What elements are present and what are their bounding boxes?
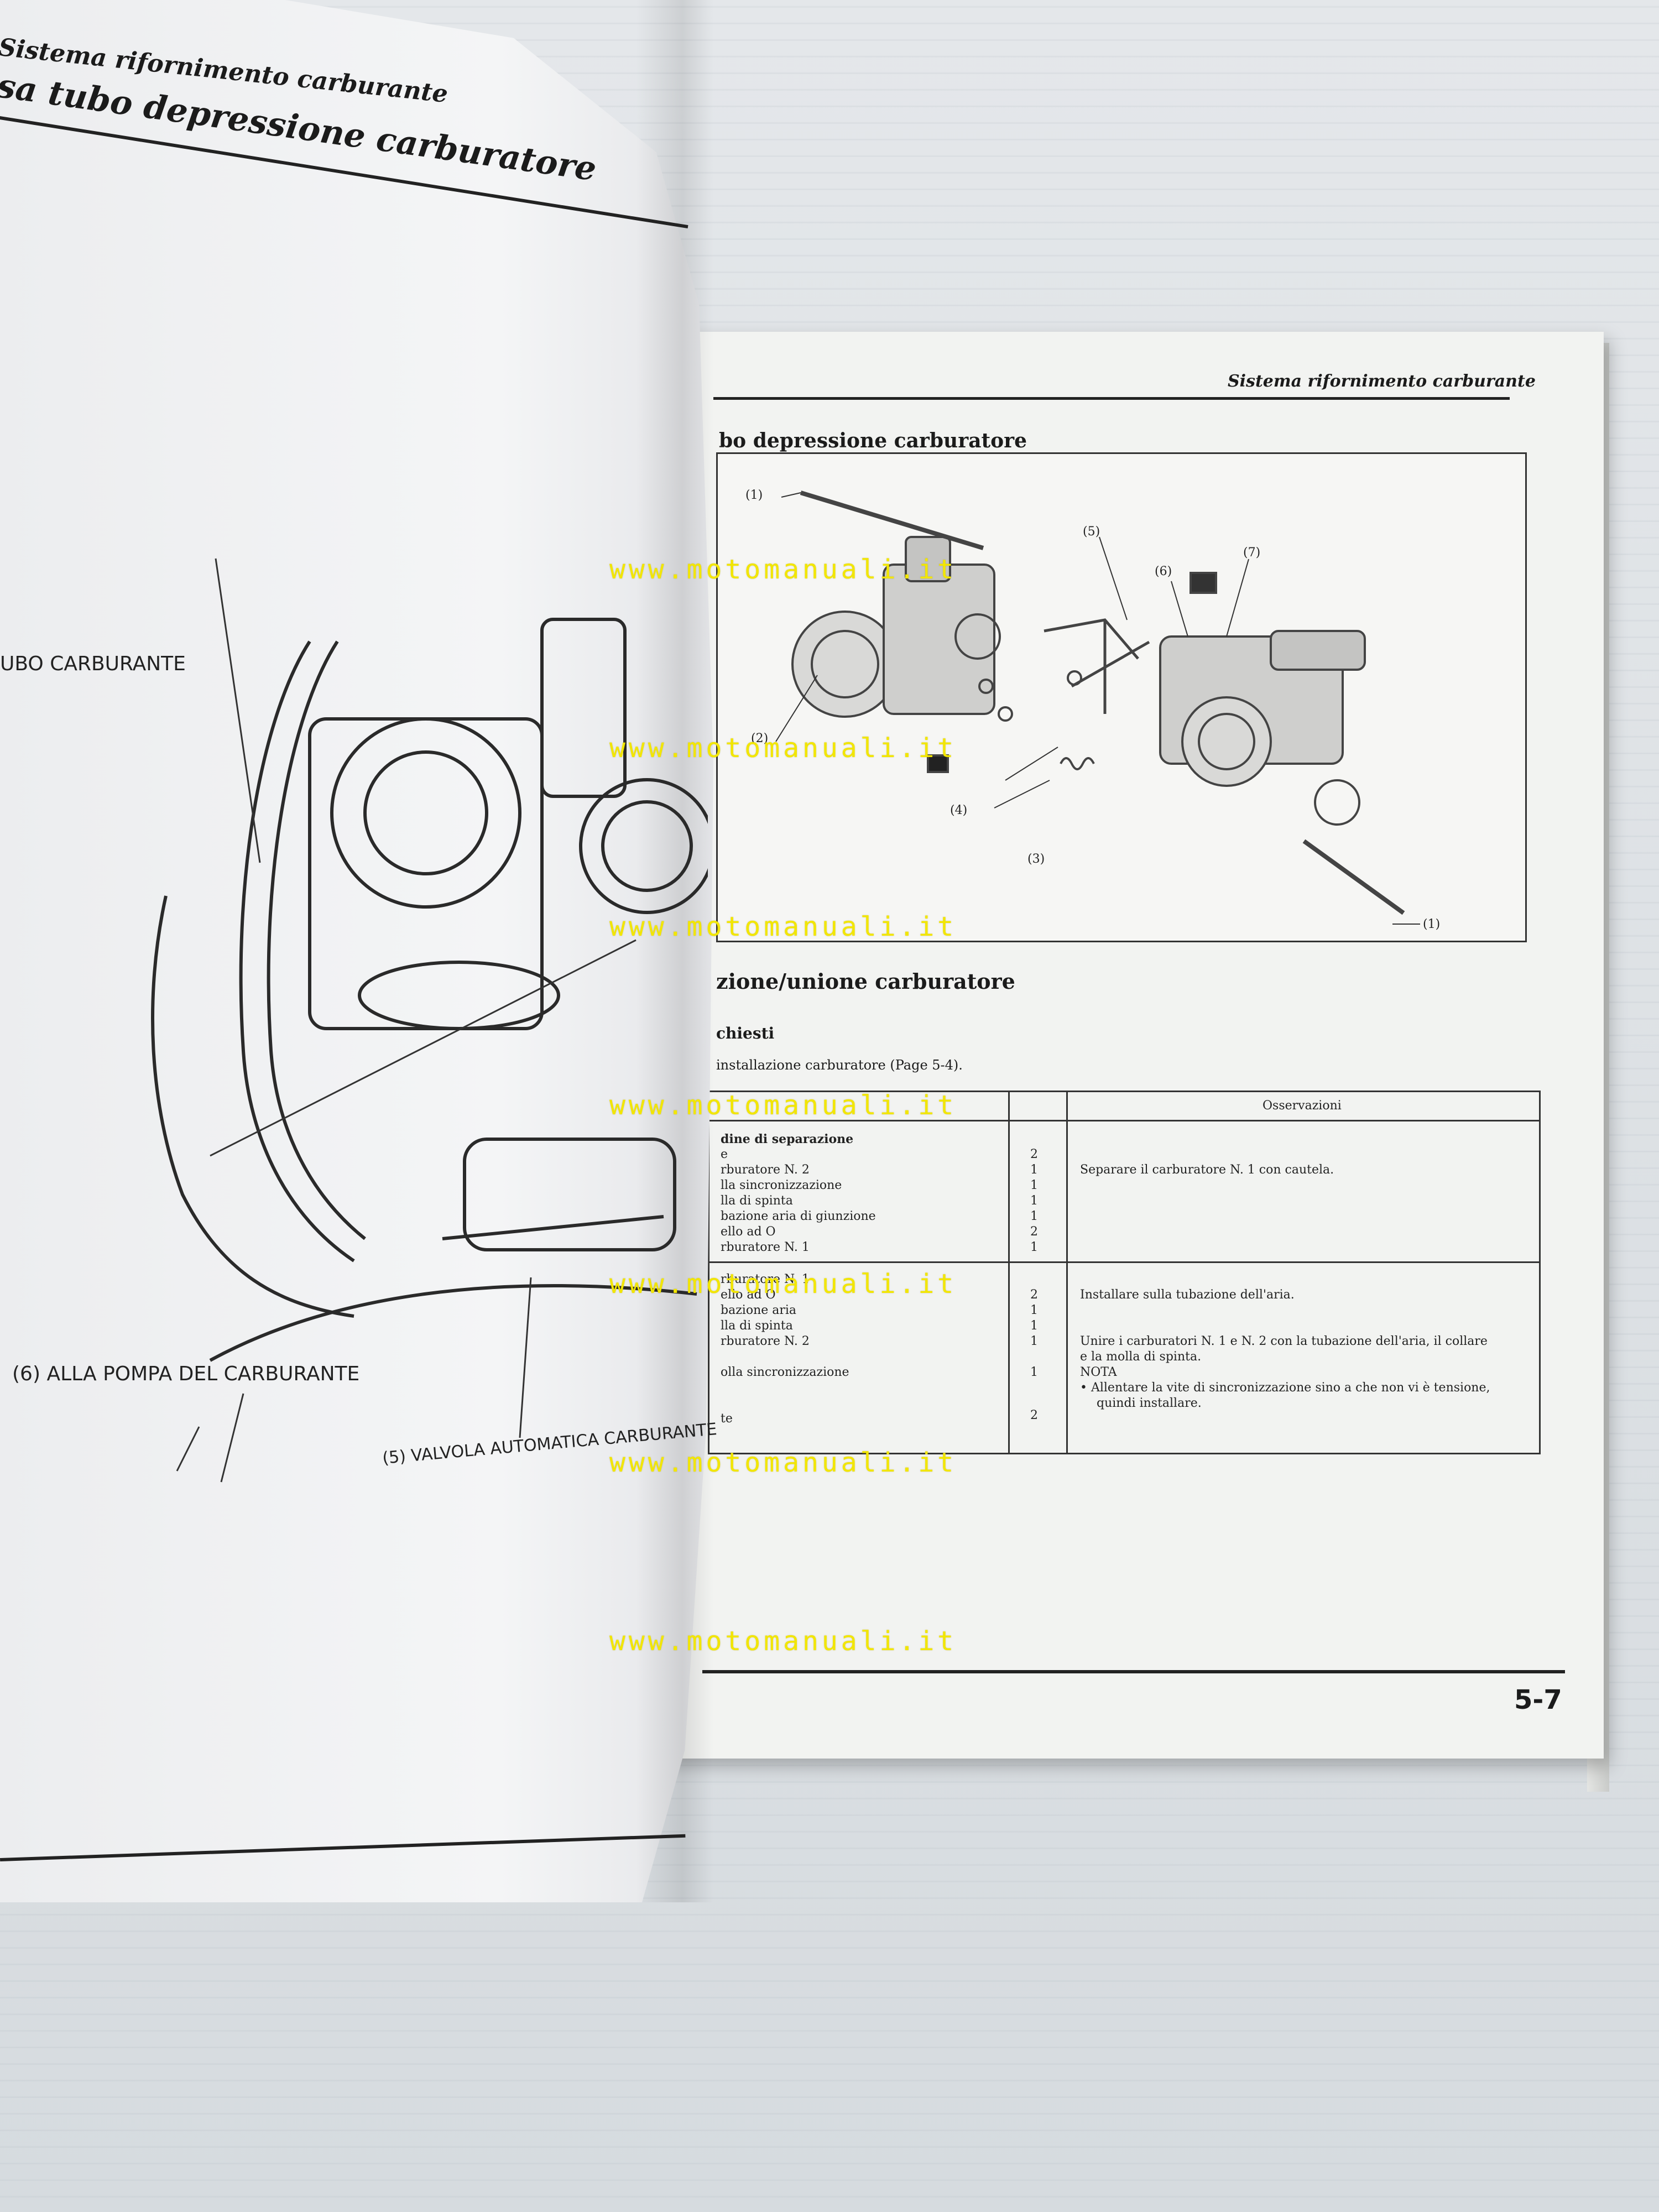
watermark: www.motomanuali.it [609,1090,957,1121]
engine-drawing [151,558,708,1483]
section-title: zione/unione carburatore [716,969,1015,994]
separation-remark: Separare il carburatore N. 1 con cautela… [1080,1163,1334,1177]
table-row-qty: 1 [1030,1194,1038,1208]
table-col-divider [1066,1092,1068,1453]
page-gutter-shadow [636,0,713,1902]
subsection-title: chiesti [716,1024,775,1042]
table-row-qty: 2 [1030,1147,1038,1161]
table-row-item: rburatore N. 2 [721,1163,810,1177]
watermark: www.motomanuali.it [609,911,957,942]
watermark: www.motomanuali.it [609,1447,957,1478]
table-row-item: rburatore N. 2 [721,1334,810,1348]
table-row-item: e [721,1147,728,1161]
table-row-qty: 1 [1030,1240,1038,1254]
right-header-rule [713,397,1510,400]
table-row-item: ello ad O [721,1225,776,1239]
table-row-item: lla di spinta [721,1319,793,1333]
label-to-fuel-pump: (6) ALLA POMPA DEL CARBURANTE [12,1363,360,1385]
left-page [0,0,713,1902]
watermark: www.motomanuali.it [609,1626,957,1657]
table-row-qty: 1 [1030,1365,1038,1379]
nota-text-b: quindi installare. [1097,1396,1202,1410]
callout-5: (5) [1083,525,1100,539]
table-row-item: bazione aria [721,1303,797,1317]
table-row-item: te [721,1412,733,1426]
table-row-item: olla sincronizzazione [721,1365,849,1379]
nota-text-a: • Allentare la vite di sincronizzazione … [1080,1381,1490,1395]
right-footer-rule [702,1670,1565,1673]
table-header-remarks: Osservazioni [1262,1099,1342,1113]
callout-6: (6) [1155,565,1172,578]
right-page-title: bo depressione carburatore [719,429,1027,452]
callout-1: (1) [745,488,763,502]
table-row-item: lla sincronizzazione [721,1178,842,1192]
callout-1b: (1) [1423,917,1441,931]
table-row-qty: 1 [1030,1334,1038,1348]
reference-note: installazione carburatore (Page 5-4). [716,1057,963,1073]
table-col-divider [1008,1092,1010,1453]
callout-2: (2) [751,732,769,745]
callout-7: (7) [1243,546,1261,560]
right-page-header: Sistema rifornimento carburante [1228,372,1536,391]
table-row-qty: 1 [1030,1303,1038,1317]
carburetor-drawing [775,491,1420,925]
assembly-remark-1: Installare sulla tubazione dell'aria. [1080,1288,1295,1302]
procedure-table: Osservazioni dine di separazione e 2 rbu… [708,1091,1541,1454]
table-row-qty: 2 [1030,1225,1038,1239]
table-row-qty: 1 [1030,1319,1038,1333]
assembly-remark-2b: e la molla di spinta. [1080,1350,1202,1364]
table-row-item: lla di spinta [721,1194,793,1208]
label-fuel-tube: UBO CARBURANTE [0,653,186,675]
watermark: www.motomanuali.it [609,554,957,585]
callout-3: (3) [1027,852,1045,866]
table-row-qty: 2 [1030,1408,1038,1422]
callout-4: (4) [950,804,968,817]
table-row-item: ello ad O [721,1288,776,1302]
assembly-remark-2a: Unire i carburatori N. 1 e N. 2 con la t… [1080,1334,1488,1348]
table-row-qty: 1 [1030,1178,1038,1192]
page-number: 5-7 [1514,1684,1562,1715]
table-row-qty: 1 [1030,1163,1038,1177]
table-row-item: rburatore N. 1 [721,1272,810,1286]
watermark: www.motomanuali.it [609,1269,957,1300]
table-section-rule [709,1261,1539,1263]
watermark: www.motomanuali.it [609,733,957,764]
table-row-item: rburatore N. 1 [721,1240,810,1254]
table-row-qty: 2 [1030,1288,1038,1302]
separation-title: dine di separazione [721,1132,854,1146]
table-row-item: bazione aria di giunzione [721,1209,876,1223]
table-row-qty: 1 [1030,1209,1038,1223]
nota-label: NOTA [1080,1365,1117,1379]
exploded-carburetor-figure: (1) (2) (3) (4) (5) (6) (7) (1) [716,452,1527,942]
table-header-rule [709,1120,1539,1121]
